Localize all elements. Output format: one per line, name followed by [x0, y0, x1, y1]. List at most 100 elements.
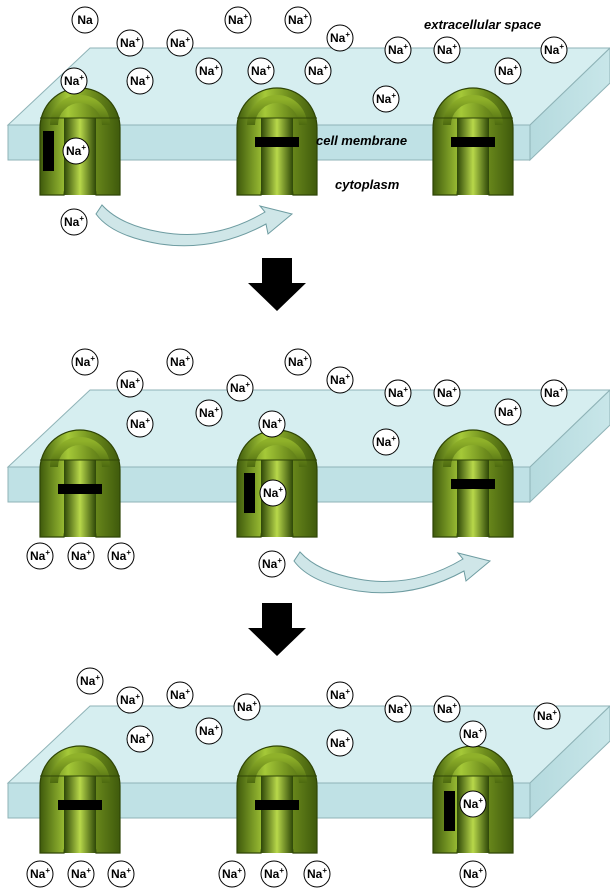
- svg-text:Na+: Na+: [330, 372, 350, 387]
- channel-pore: [64, 460, 96, 537]
- svg-text:Na+: Na+: [170, 35, 190, 50]
- svg-text:Na+: Na+: [463, 796, 483, 811]
- svg-text:Na+: Na+: [199, 405, 219, 420]
- svg-text:Na+: Na+: [130, 73, 150, 88]
- ion-group: Na Na+ Na+ Na+ Na+ Na+ Na+ Na+ Na+ Na+ N…: [60, 6, 568, 236]
- svg-text:Na+: Na+: [30, 866, 50, 881]
- svg-text:Na+: Na+: [263, 485, 283, 500]
- svg-text:Na+: Na+: [437, 385, 457, 400]
- svg-text:Na+: Na+: [376, 434, 396, 449]
- sodium-ion: Na+: [494, 57, 522, 85]
- sodium-ion: Na+: [372, 85, 400, 113]
- svg-text:Na+: Na+: [130, 416, 150, 431]
- sodium-ion: Na+: [326, 24, 354, 52]
- sodium-ion: Na+: [166, 348, 194, 376]
- svg-text:Na+: Na+: [199, 63, 219, 78]
- channel-dome: [443, 753, 503, 784]
- sodium-ion: Na+: [433, 695, 461, 723]
- sodium-ion: Na+: [126, 725, 154, 753]
- sodium-ion-cytoplasm: Na+: [107, 542, 135, 570]
- gate-closed: [255, 800, 299, 810]
- channel-pore: [261, 776, 293, 853]
- svg-text:Na+: Na+: [388, 385, 408, 400]
- label-cytoplasm: cytoplasm: [335, 177, 400, 192]
- sodium-ion: Na+: [195, 717, 223, 745]
- transfer-arrow-1-to-2: [95, 204, 294, 247]
- transfer-arrow-2-to-3: [293, 551, 492, 594]
- sodium-ion: Na+: [195, 57, 223, 85]
- sodium-ion: Na+: [166, 29, 194, 57]
- sodium-ion: Na+: [459, 720, 487, 748]
- gate-closed: [451, 137, 495, 147]
- svg-text:Na+: Na+: [308, 63, 328, 78]
- svg-text:Na+: Na+: [64, 73, 84, 88]
- sodium-ion-cytoplasm: Na+: [67, 860, 95, 888]
- sodium-ion: Na+: [540, 379, 568, 407]
- svg-text:Na+: Na+: [264, 866, 284, 881]
- sodium-ion: Na+: [226, 374, 254, 402]
- channel-pore: [261, 118, 293, 195]
- sodium-ion: Na+: [384, 379, 412, 407]
- sodium-ion: Na+: [372, 428, 400, 456]
- sodium-ion: Na+: [326, 366, 354, 394]
- svg-text:Na+: Na+: [66, 143, 86, 158]
- svg-text:Na+: Na+: [330, 735, 350, 750]
- svg-text:Na+: Na+: [120, 35, 140, 50]
- svg-text:Na+: Na+: [330, 687, 350, 702]
- sodium-ion: Na+: [384, 36, 412, 64]
- svg-text:Na+: Na+: [330, 30, 350, 45]
- svg-text:Na+: Na+: [111, 866, 131, 881]
- svg-text:Na: Na: [77, 13, 93, 27]
- sodium-ion-cytoplasm: Na+: [26, 860, 54, 888]
- sodium-ion: Na+: [116, 29, 144, 57]
- sodium-ion: Na+: [247, 57, 275, 85]
- svg-text:Na+: Na+: [544, 385, 564, 400]
- channel-dome: [247, 95, 307, 126]
- sodium-ion: Na+: [433, 36, 461, 64]
- svg-text:Na+: Na+: [170, 354, 190, 369]
- sodium-channel-2: [236, 745, 318, 854]
- sodium-ion: Na+: [326, 729, 354, 757]
- gate-open: [244, 473, 255, 513]
- svg-text:Na+: Na+: [498, 404, 518, 419]
- sodium-ion: Na+: [384, 695, 412, 723]
- sodium-ion: Na+: [126, 67, 154, 95]
- svg-text:Na+: Na+: [120, 376, 140, 391]
- svg-text:Na+: Na+: [230, 380, 250, 395]
- channel-dome: [443, 95, 503, 126]
- channel-dome: [247, 753, 307, 784]
- svg-text:Na+: Na+: [130, 731, 150, 746]
- label-cell-membrane: cell membrane: [316, 133, 407, 148]
- channel-dome: [50, 95, 110, 126]
- sodium-ion: Na+: [195, 399, 223, 427]
- channel-dome: [50, 753, 110, 784]
- sodium-ion: Na+: [233, 693, 261, 721]
- sodium-ion: Na+: [71, 348, 99, 376]
- sodium-ion: Na+: [494, 398, 522, 426]
- step-arrow-1: [248, 258, 306, 311]
- sodium-ion-cytoplasm: Na+: [107, 860, 135, 888]
- sodium-ion: Na+: [533, 702, 561, 730]
- svg-text:Na+: Na+: [388, 701, 408, 716]
- channel-dome: [247, 437, 307, 468]
- membrane-side-face: [529, 47, 610, 162]
- membrane-side-face: [529, 389, 610, 504]
- sodium-ion: Na+: [326, 681, 354, 709]
- sodium-ion: Na+: [304, 57, 332, 85]
- sodium-ion: Na+: [284, 348, 312, 376]
- svg-text:Na+: Na+: [222, 866, 242, 881]
- svg-text:Na+: Na+: [228, 12, 248, 27]
- step-arrow-2: [248, 603, 306, 656]
- sodium-ion-cytoplasm: Na+: [26, 542, 54, 570]
- svg-text:Na+: Na+: [30, 548, 50, 563]
- sodium-ion-cytoplasm: Na+: [67, 542, 95, 570]
- ion-group: Na+ Na+ Na+ Na+ Na+ Na+ Na+ Na+ Na+ Na+ …: [26, 667, 561, 888]
- svg-text:Na+: Na+: [170, 687, 190, 702]
- panel-step-3: Na+ Na+ Na+ Na+ Na+ Na+ Na+ Na+ Na+ Na+ …: [6, 667, 610, 888]
- sodium-channel-3: [432, 429, 514, 538]
- svg-text:Na+: Na+: [120, 692, 140, 707]
- svg-text:Na+: Na+: [262, 416, 282, 431]
- sodium-channel-1: [39, 745, 121, 854]
- svg-text:Na+: Na+: [288, 354, 308, 369]
- ion-symbol: Na: [77, 13, 93, 27]
